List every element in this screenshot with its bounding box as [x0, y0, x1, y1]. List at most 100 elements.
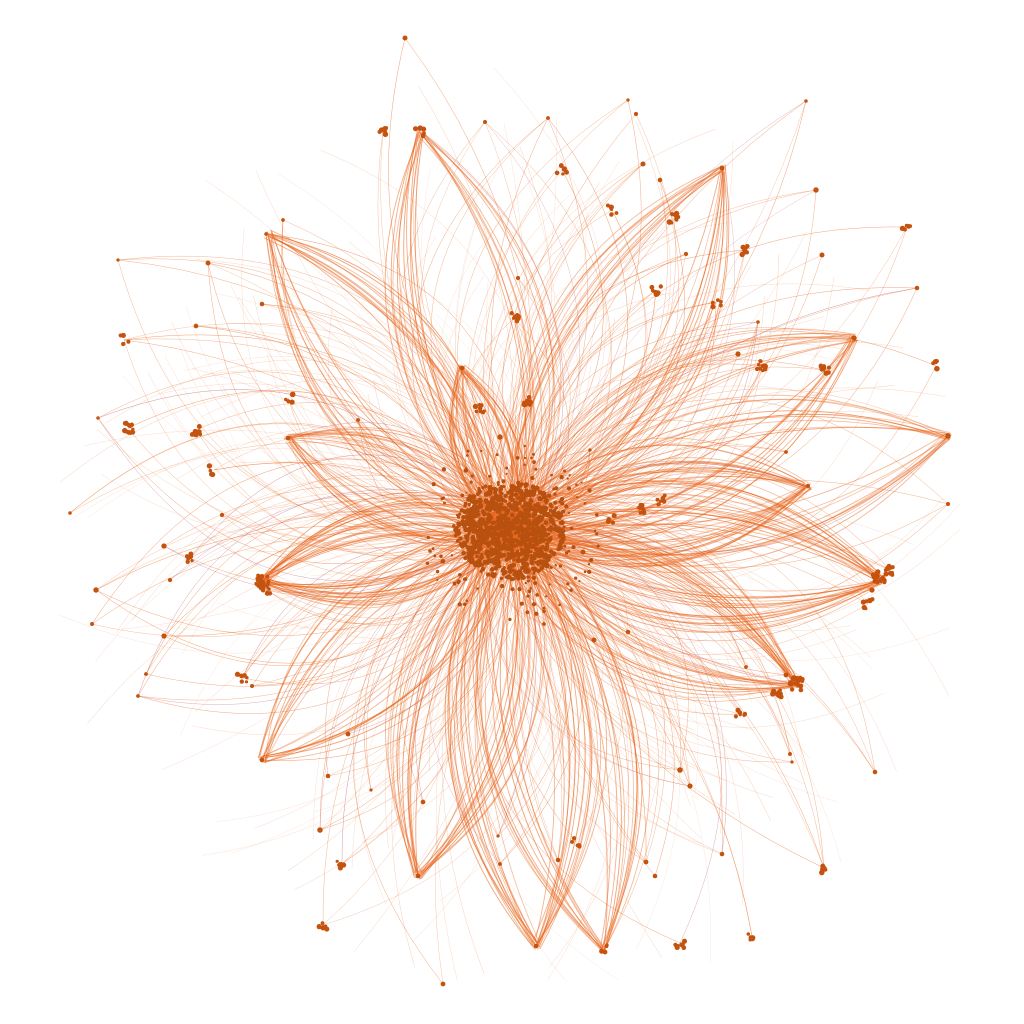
hub-node-785 [473, 504, 477, 508]
hub-fringe-node-919 [480, 449, 483, 453]
edge-943 [533, 521, 852, 632]
edge-900 [512, 276, 835, 535]
edge-929 [449, 531, 619, 981]
edge-261 [266, 231, 505, 513]
edge-235 [497, 171, 721, 521]
hub-node-528 [539, 565, 545, 571]
hub-node-891 [476, 523, 482, 528]
hub-node-820 [491, 529, 496, 534]
peripheral-node-1289 [281, 218, 285, 222]
hub-node-751 [513, 517, 519, 523]
hub-node-218 [524, 488, 529, 493]
hub-node-742 [540, 525, 546, 530]
hub-fringe-node-935 [562, 540, 565, 543]
hub-node-873 [539, 496, 544, 501]
peripheral-node-1159 [788, 752, 792, 756]
edge-978 [539, 316, 825, 544]
peripheral-node-1288 [264, 232, 268, 236]
edge-881 [481, 122, 671, 528]
edge-418 [487, 189, 817, 529]
edge-849 [512, 497, 944, 619]
peripheral-node-1114 [762, 366, 768, 372]
edge-894 [428, 547, 524, 771]
hub-node-754 [458, 542, 464, 547]
tip-cluster-node-1407 [790, 676, 796, 682]
edge-337 [499, 527, 609, 954]
edge-974 [184, 356, 537, 514]
edge-882 [355, 316, 525, 541]
hub-node-483 [536, 504, 543, 511]
edge-250 [518, 168, 725, 515]
edge-780 [328, 307, 496, 539]
edge-826 [529, 529, 820, 586]
edge-600 [241, 547, 476, 679]
edge-857 [496, 214, 587, 510]
hub-node-867 [541, 508, 547, 513]
hub-fringe-node-1000 [560, 501, 565, 506]
edge-253 [516, 166, 721, 531]
edge-356 [474, 512, 607, 952]
edge-771 [412, 532, 534, 942]
peripheral-node-1031 [384, 126, 389, 130]
edge-877 [101, 474, 485, 547]
edge-816 [494, 512, 666, 812]
hub-node-776 [480, 552, 484, 556]
hub-fringe-node-973 [561, 509, 566, 514]
hub-node-758 [507, 575, 512, 579]
tip-cluster-node-1408 [800, 676, 805, 682]
edge-847 [512, 520, 806, 776]
peripheral-node-1277 [208, 468, 213, 473]
peripheral-node-1284 [121, 342, 126, 346]
edge-265 [268, 237, 492, 541]
edge-620 [91, 532, 482, 625]
hub-fringe-node-1006 [465, 491, 468, 494]
edge-875 [438, 199, 522, 525]
edge-125 [495, 540, 794, 686]
hub-fringe-node-985 [534, 467, 538, 471]
hub-node-599 [466, 551, 471, 555]
hub-node-811 [506, 547, 511, 552]
hub-fringe-node-1016 [426, 535, 431, 540]
hub-fringe-node-954 [452, 581, 457, 586]
edge-471 [522, 479, 949, 535]
edge-628 [189, 511, 498, 559]
hub-node-650 [484, 525, 489, 530]
hub-node-791 [454, 529, 458, 533]
tip-cluster-node-1360 [255, 582, 259, 587]
edge-970 [535, 543, 762, 675]
hub-node-868 [485, 504, 491, 510]
peripheral-node-1080 [658, 284, 663, 289]
peripheral-node-1217 [239, 679, 244, 684]
edge-938 [441, 351, 533, 526]
edge-608 [137, 512, 527, 701]
edge-788 [132, 492, 482, 621]
edge-779 [436, 314, 540, 529]
edge-613 [95, 540, 517, 664]
hub-node-823 [487, 500, 493, 506]
edge-472 [475, 503, 949, 618]
hub-node-782 [493, 572, 497, 576]
hub-node-893 [495, 507, 501, 513]
hub-node-840 [522, 540, 527, 545]
edge-821 [483, 197, 582, 532]
edge-747 [301, 350, 521, 524]
edge-912 [441, 535, 487, 975]
hub-node-866 [510, 538, 514, 541]
edge-341 [518, 519, 618, 955]
hub-node-887 [514, 526, 520, 532]
peripheral-node-1026 [417, 125, 423, 131]
peripheral-node-1276 [209, 471, 216, 478]
edge-177 [522, 547, 592, 950]
hub-node-789 [504, 543, 509, 548]
hub-fringe-node-996 [587, 563, 591, 566]
hub-fringe-node-924 [441, 467, 447, 472]
edge-310 [527, 433, 946, 555]
hub-node-190 [519, 551, 525, 556]
hub-fringe-node-929 [464, 467, 468, 470]
edge-587 [319, 549, 492, 831]
edge-352 [479, 512, 603, 952]
hub-node-802 [499, 525, 504, 529]
hub-node-892 [474, 514, 478, 519]
hub-node-547 [471, 494, 477, 500]
peripheral-node-1205 [335, 859, 339, 863]
